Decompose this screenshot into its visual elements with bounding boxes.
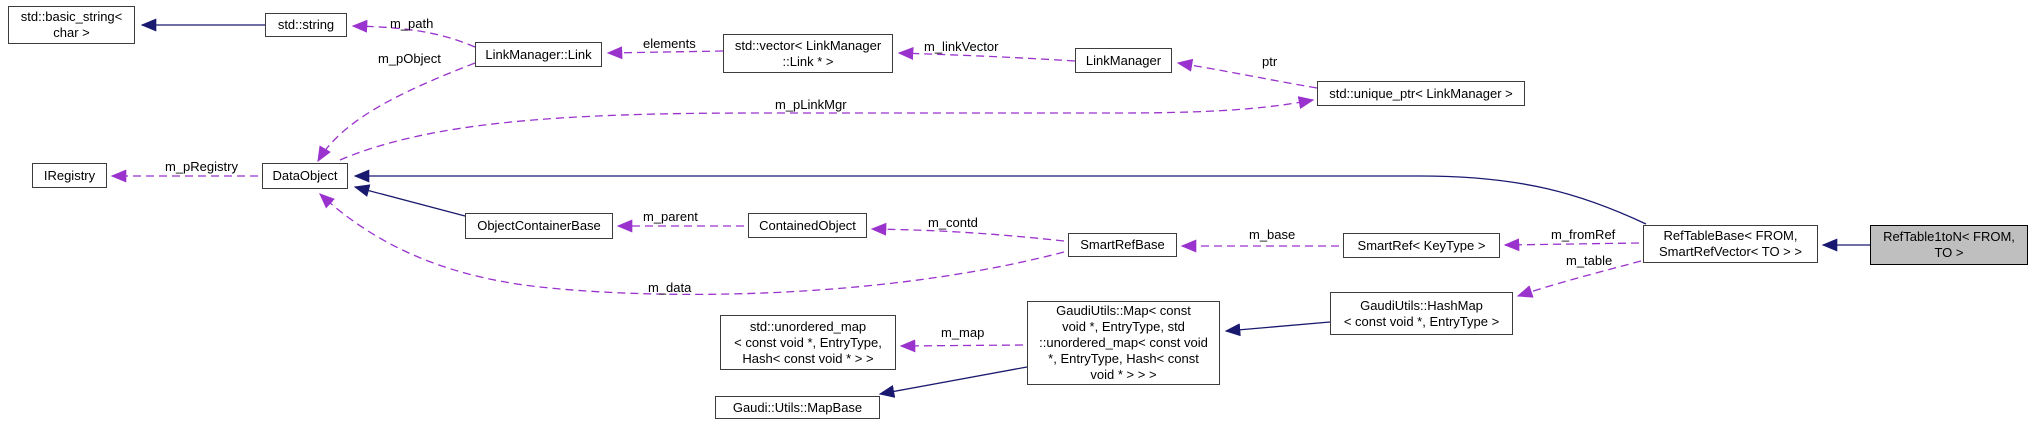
class-node-iregistry[interactable]: IRegistry bbox=[32, 163, 107, 188]
class-node-gaudiutils-hashmap[interactable]: GaudiUtils::HashMap < const void *, Entr… bbox=[1330, 292, 1513, 335]
class-node-label: std::vector< LinkManager ::Link * > bbox=[734, 37, 882, 69]
edge-label-m-path: m_path bbox=[390, 16, 434, 31]
edge-label-m-base: m_base bbox=[1249, 227, 1296, 242]
class-node-std-unordered-map[interactable]: std::unordered_map < const void *, Entry… bbox=[720, 315, 896, 370]
class-node-reftablebase[interactable]: RefTableBase< FROM, SmartRefVector< TO >… bbox=[1643, 225, 1818, 263]
edge-label-m-contd: m_contd bbox=[928, 215, 978, 230]
class-node-label: std::basic_string< char > bbox=[20, 9, 123, 40]
class-node-std-unique-ptr[interactable]: std::unique_ptr< LinkManager > bbox=[1317, 81, 1525, 106]
class-node-label: RefTable1toN< FROM, TO > bbox=[1883, 229, 2015, 260]
class-node-label: SmartRef< KeyType > bbox=[1357, 237, 1486, 253]
edge-m-pobject bbox=[317, 62, 476, 163]
edge-label-m-plinkmgr: m_pLinkMgr bbox=[775, 97, 847, 112]
edge-label-m-data: m_data bbox=[648, 280, 692, 295]
edge-m-fromref bbox=[1503, 238, 1640, 252]
class-node-label: SmartRefBase bbox=[1080, 237, 1165, 252]
class-node-std-basic-string[interactable]: std::basic_string< char > bbox=[8, 6, 135, 44]
edge-label-m-parent: m_parent bbox=[643, 209, 698, 224]
class-node-gaudi-utils-mapbase[interactable]: Gaudi::Utils::MapBase bbox=[715, 396, 880, 419]
class-node-containedobject[interactable]: ContainedObject bbox=[748, 213, 867, 238]
edge-hashmap-to-gaudimap bbox=[1224, 321, 1331, 337]
edge-m-contd bbox=[870, 222, 1065, 242]
edge-label-m-pobject: m_pObject bbox=[378, 51, 441, 66]
class-node-linkmanager-link[interactable]: LinkManager::Link bbox=[475, 42, 602, 67]
edge-m-table bbox=[1516, 260, 1642, 298]
class-node-linkmanager[interactable]: LinkManager bbox=[1075, 48, 1172, 73]
class-node-label: GaudiUtils::Map< const void *, EntryType… bbox=[1039, 303, 1208, 382]
edge-gaudimap-to-mapbase bbox=[878, 366, 1028, 398]
edge-label-ptr: ptr bbox=[1262, 54, 1278, 69]
class-node-label: std::unique_ptr< LinkManager > bbox=[1329, 85, 1513, 101]
class-node-label: Gaudi::Utils::MapBase bbox=[732, 399, 863, 415]
class-node-std-vector-link[interactable]: std::vector< LinkManager ::Link * > bbox=[723, 34, 893, 73]
edge-ptr bbox=[1176, 58, 1318, 89]
edge-reftablebase-to-dataobject bbox=[353, 169, 1647, 225]
edge-label-m-table: m_table bbox=[1566, 253, 1613, 268]
class-node-label: DataObject bbox=[272, 168, 338, 183]
class-node-label: std::string bbox=[277, 17, 335, 32]
edge-label-elements: elements bbox=[643, 36, 696, 51]
class-node-gaudiutils-map[interactable]: GaudiUtils::Map< const void *, EntryType… bbox=[1027, 301, 1220, 385]
class-node-objectcontainerbase[interactable]: ObjectContainerBase bbox=[465, 213, 613, 239]
class-node-label: ContainedObject bbox=[759, 217, 856, 233]
class-node-label: std::unordered_map < const void *, Entry… bbox=[734, 318, 882, 366]
edge-label-m-pregistry: m_pRegistry bbox=[165, 159, 238, 174]
class-node-label: GaudiUtils::HashMap < const void *, Entr… bbox=[1343, 297, 1500, 329]
class-node-smartrefbase[interactable]: SmartRefBase bbox=[1068, 233, 1177, 257]
class-node-label: LinkManager::Link bbox=[485, 46, 592, 62]
class-node-dataobject[interactable]: DataObject bbox=[262, 163, 348, 189]
edge-label-m-map: m_map bbox=[941, 325, 985, 340]
class-node-std-string[interactable]: std::string bbox=[265, 13, 347, 37]
edge-objectcontainerbase-to-dataobject bbox=[353, 184, 466, 217]
class-node-label: LinkManager bbox=[1085, 52, 1162, 68]
class-node-smartref-keytype[interactable]: SmartRef< KeyType > bbox=[1343, 233, 1500, 258]
class-node-label: IRegistry bbox=[43, 167, 96, 183]
edge-m-path bbox=[351, 19, 476, 48]
edge-m-plinkmgr bbox=[339, 96, 1315, 161]
edge-m-map bbox=[899, 339, 1024, 353]
class-node-reftable1ton-focus: RefTable1toN< FROM, TO > bbox=[1870, 225, 2028, 265]
edge-m-linkvector bbox=[897, 46, 1076, 62]
class-node-label: RefTableBase< FROM, SmartRefVector< TO >… bbox=[1659, 228, 1802, 259]
class-node-label: ObjectContainerBase bbox=[477, 218, 601, 233]
edge-label-m-fromref: m_fromRef bbox=[1551, 227, 1616, 242]
edge-label-m-linkvector: m_linkVector bbox=[924, 39, 999, 54]
edge-elements bbox=[606, 46, 724, 60]
